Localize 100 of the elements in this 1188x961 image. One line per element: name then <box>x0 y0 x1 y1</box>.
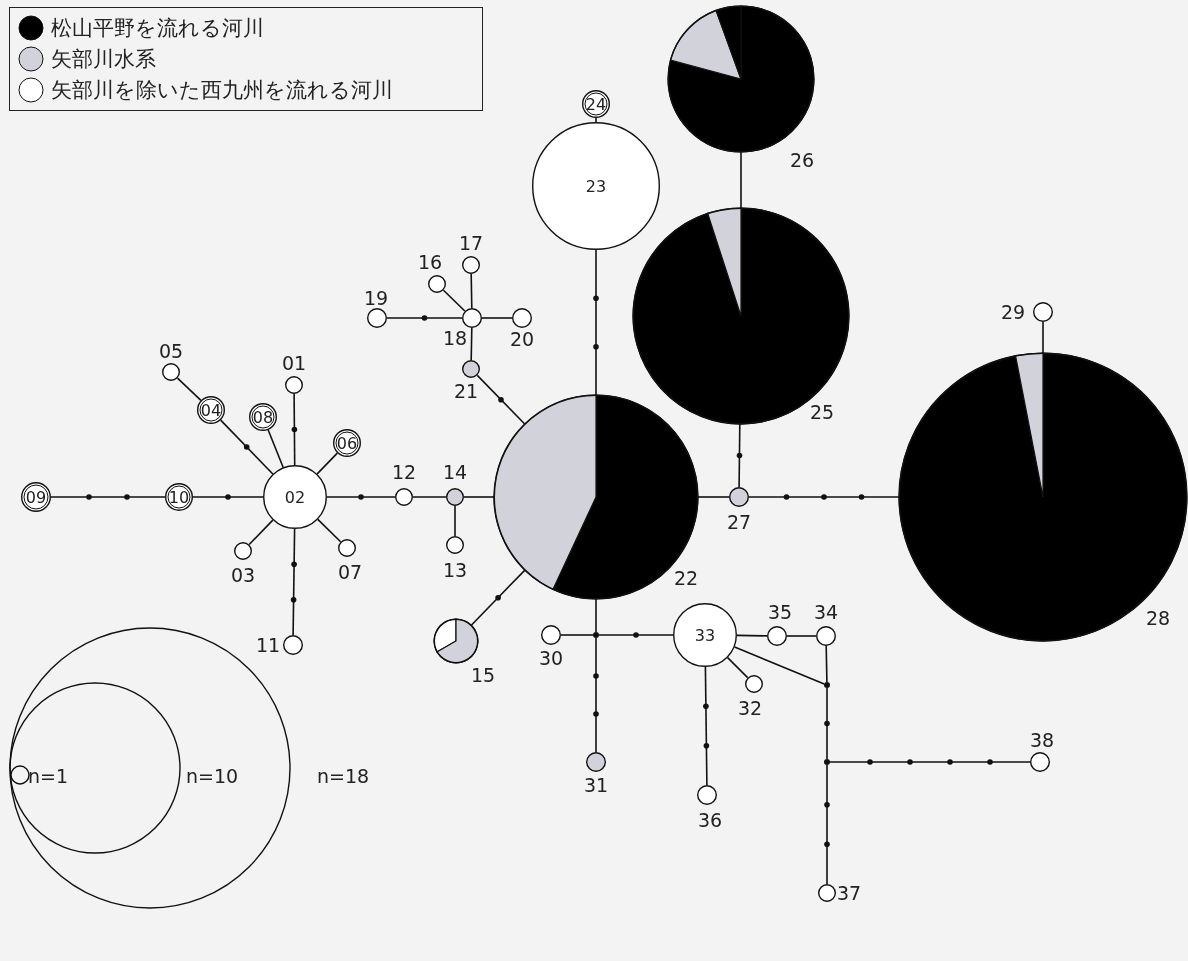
network-line <box>704 666 708 786</box>
haplotype-number: 17 <box>458 233 484 253</box>
haplotype-number: 06 <box>336 433 358 453</box>
network-line <box>595 249 597 396</box>
haplotype-number: 30 <box>538 648 564 668</box>
haplotype-number: 23 <box>585 176 607 196</box>
haplotype-circle <box>815 625 837 647</box>
haplotype-circle <box>461 359 481 379</box>
haplotype-number: 01 <box>281 353 307 373</box>
haplotype-number: 36 <box>697 810 723 830</box>
haplotype-number: 38 <box>1029 730 1055 750</box>
haplotype-circle <box>445 487 465 507</box>
haplotype-number: 18 <box>442 328 468 348</box>
network-line <box>412 496 447 498</box>
network-line <box>386 317 463 319</box>
haplotype-number: 12 <box>391 462 417 482</box>
haplotype-circle <box>366 307 388 329</box>
haplotype-circle <box>445 535 465 555</box>
haplotype-circle <box>233 541 253 561</box>
haplotype-number: 37 <box>836 883 862 903</box>
network-line <box>595 598 597 633</box>
haplotype-number: 14 <box>442 462 468 482</box>
network-line <box>736 634 768 637</box>
network-line <box>442 289 466 312</box>
haplotype-circle <box>427 274 447 294</box>
haplotype-number: 21 <box>453 381 479 401</box>
network-line <box>326 496 396 498</box>
size-label: n=10 <box>185 766 239 786</box>
haplotype-circle <box>20 481 52 513</box>
network-line <box>454 505 456 537</box>
network-line <box>826 764 828 885</box>
haplotype-number: 35 <box>767 602 793 622</box>
haplotype-circle <box>161 362 181 382</box>
junction-dot <box>592 631 600 639</box>
haplotype-number: 15 <box>470 665 496 685</box>
haplotype-number: 05 <box>158 341 184 361</box>
haplotype-circle <box>585 751 607 773</box>
network-line <box>740 151 742 209</box>
haplotype-number: 16 <box>417 252 443 272</box>
network-line <box>248 519 274 546</box>
haplotype-circle <box>1029 751 1051 773</box>
haplotype-number: 32 <box>737 698 763 718</box>
haplotype-number: 10 <box>168 487 190 507</box>
haplotype-circle <box>1032 301 1054 323</box>
network-line <box>786 635 817 637</box>
haplotype-number: 31 <box>583 775 609 795</box>
haplotype-circle <box>744 674 764 694</box>
network-line <box>292 528 296 636</box>
haplotype-number: 24 <box>585 94 607 114</box>
junction-dot <box>823 758 831 766</box>
haplotype-number: 28 <box>1145 608 1171 628</box>
network-line <box>1042 321 1044 354</box>
network-line <box>697 496 730 498</box>
haplotype-number: 11 <box>255 635 281 655</box>
haplotype-number: 22 <box>673 568 699 588</box>
network-line <box>316 452 339 475</box>
size-label: n=1 <box>27 766 69 786</box>
haplotype-circle <box>511 307 533 329</box>
haplotype-number: 19 <box>363 288 389 308</box>
network-line <box>463 496 495 498</box>
network-line <box>50 496 166 498</box>
pie-circle <box>433 618 479 664</box>
size-label: n=18 <box>316 766 370 786</box>
haplotype-circle <box>817 883 837 903</box>
network-line <box>476 374 526 425</box>
haplotype-number: 09 <box>25 487 47 507</box>
haplotype-circle <box>284 375 304 395</box>
network-line <box>595 637 597 753</box>
haplotype-circle <box>461 307 483 329</box>
network-line <box>470 327 473 361</box>
network-line <box>470 273 473 309</box>
network-line <box>560 634 594 636</box>
haplotype-circle <box>282 634 304 656</box>
network-line <box>738 423 741 488</box>
haplotype-circle <box>696 784 718 806</box>
junction-dot <box>823 681 831 689</box>
haplotype-circle <box>672 602 738 668</box>
pie-circle <box>632 207 850 425</box>
network-line <box>726 656 749 679</box>
haplotype-circle <box>461 255 481 275</box>
haplotype-number: 04 <box>200 400 222 420</box>
haplotype-circle <box>394 487 414 507</box>
legend-text: 松山平野を流れる河川 <box>51 14 264 42</box>
network-line <box>192 496 264 498</box>
network-line <box>219 419 274 475</box>
haplotype-number: 07 <box>337 562 363 582</box>
network-line <box>267 429 284 469</box>
network-line <box>826 687 828 760</box>
network-line <box>733 646 825 685</box>
haplotype-number: 27 <box>726 512 752 532</box>
legend-text: 矢部川を除いた西九州を流れる河川 <box>51 76 393 104</box>
haplotype-number: 03 <box>230 565 256 585</box>
haplotype-number: 29 <box>1000 302 1026 322</box>
network-line <box>598 634 674 636</box>
haplotype-circle <box>531 121 661 251</box>
legend-text: 矢部川水系 <box>51 45 156 73</box>
haplotype-number: 08 <box>252 407 274 427</box>
network-line <box>470 569 526 626</box>
haplotype-circle <box>262 464 328 530</box>
haplotype-number: 13 <box>442 560 468 580</box>
